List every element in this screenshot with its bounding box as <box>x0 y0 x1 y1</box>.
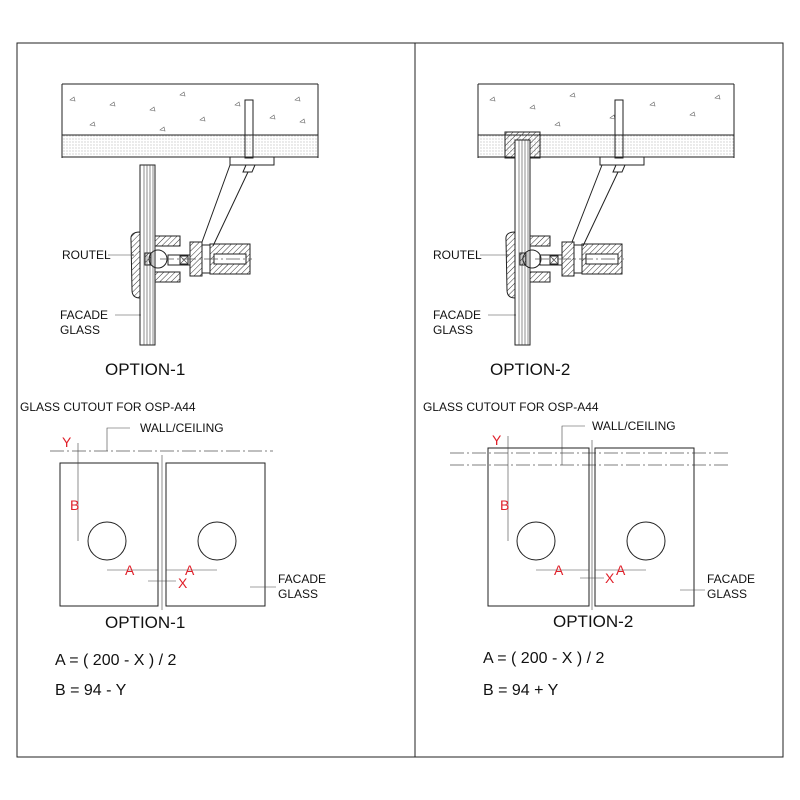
svg-text:FACADE: FACADE <box>433 308 481 322</box>
glass-hole-left <box>516 521 556 561</box>
svg-text:FACADE: FACADE <box>60 308 108 322</box>
glass-hole-left <box>87 521 127 561</box>
formula-a: A = ( 200 - X ) / 2 <box>483 650 604 667</box>
ceiling-bracket <box>201 99 275 247</box>
dim-y: Y <box>62 434 72 450</box>
dim-x: X <box>605 570 615 586</box>
glass-panel-right <box>165 462 266 607</box>
option1-cutout-title: OPTION-1 <box>105 613 185 632</box>
facade-glass-label: FACADE GLASS <box>60 308 141 337</box>
facade-glass <box>514 139 531 346</box>
wall-ceiling-label: WALL/CEILING <box>592 419 676 433</box>
option2-section-detail: ROUTEL FACADE GLASS OPTION-2 <box>433 83 735 379</box>
svg-text:ROUTEL: ROUTEL <box>433 248 482 262</box>
routel-fitting <box>130 231 252 299</box>
glass-hole-right <box>626 521 666 561</box>
routel-label: ROUTEL <box>433 248 509 262</box>
formula-b: B = 94 + Y <box>483 682 559 699</box>
svg-text:GLASS: GLASS <box>278 587 318 601</box>
svg-text:FACADE: FACADE <box>707 572 755 586</box>
option2-section-title: OPTION-2 <box>490 360 570 379</box>
option1-section-title: OPTION-1 <box>105 360 185 379</box>
dim-a-left: A <box>125 562 135 578</box>
glass-panel-left <box>487 447 590 607</box>
dim-y: Y <box>492 432 502 448</box>
option1-section-detail: ROUTEL FACADE GLASS OPTION-1 <box>60 83 319 379</box>
concrete-ceiling <box>61 83 319 158</box>
dim-x: X <box>178 575 188 591</box>
wall-ceiling-label: WALL/CEILING <box>140 421 224 435</box>
glass-hole-right <box>197 521 237 561</box>
glass-panel-right <box>594 447 695 607</box>
svg-text:GLASS: GLASS <box>60 323 100 337</box>
option1-cutout-detail: GLASS CUTOUT FOR OSP-A44 WALL/CEILING Y … <box>20 400 326 699</box>
sheet-border <box>16 42 784 758</box>
cutout-heading: GLASS CUTOUT FOR OSP-A44 <box>423 400 599 414</box>
svg-text:GLASS: GLASS <box>433 323 473 337</box>
svg-text:GLASS: GLASS <box>707 587 747 601</box>
concrete-ceiling <box>477 83 735 159</box>
formula-a: A = ( 200 - X ) / 2 <box>55 652 176 669</box>
routel-label: ROUTEL <box>62 248 134 262</box>
svg-text:FACADE: FACADE <box>278 572 326 586</box>
facade-glass-label: FACADE GLASS <box>433 308 516 337</box>
dim-b: B <box>500 497 509 513</box>
option2-cutout-title: OPTION-2 <box>553 612 633 631</box>
option2-cutout-detail: GLASS CUTOUT FOR OSP-A44 WALL/CEILING Y … <box>423 400 755 699</box>
cutout-heading: GLASS CUTOUT FOR OSP-A44 <box>20 400 196 414</box>
formula-b: B = 94 - Y <box>55 682 127 699</box>
svg-text:ROUTEL: ROUTEL <box>62 248 111 262</box>
dim-a-right: A <box>616 562 626 578</box>
routel-fitting <box>505 231 624 299</box>
ceiling-bracket <box>571 99 645 247</box>
dim-b: B <box>70 497 79 513</box>
dim-a-right: A <box>185 562 195 578</box>
glass-panel-left <box>59 462 159 607</box>
dim-a-left: A <box>554 562 564 578</box>
